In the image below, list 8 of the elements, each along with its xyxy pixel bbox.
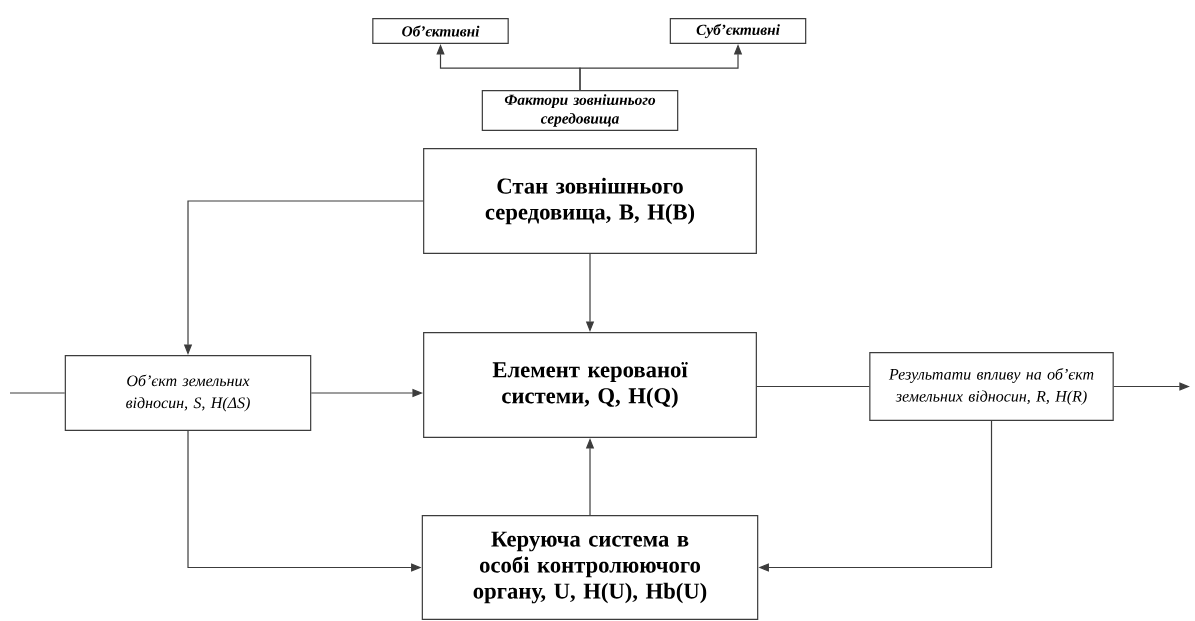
factor-box: Фактори зовнішнього середовища — [481, 90, 679, 131]
system-box: Елемент керованої системи, Q, H(Q) — [423, 332, 757, 438]
factor-box: Об’єктивні — [372, 18, 509, 44]
system-box: Стан зовнішнього середовища, B, H(B) — [423, 148, 757, 254]
process-box: Об’єкт земельних відносин, S, H(ΔS) — [64, 355, 312, 431]
system-box: Керуюча система в особі контролюючого органу, U, H(U), Hb(U) — [421, 515, 759, 620]
process-box: Результати впливу на об’єкт земельних відносин, R, H(R) — [869, 352, 1114, 421]
factor-box: Суб’єктивні — [669, 18, 807, 44]
